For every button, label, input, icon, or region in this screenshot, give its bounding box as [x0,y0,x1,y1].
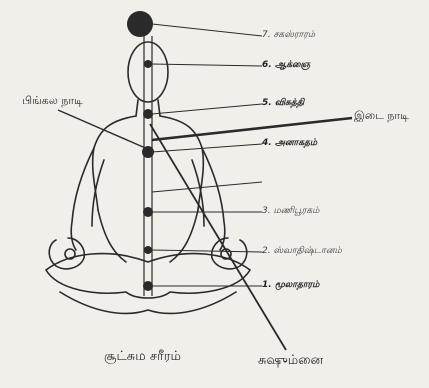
chakra-label-2: 2. ஸ்வாதிஷ்டானம் [262,247,342,256]
sushumna-pointer-line [150,124,286,350]
pingala-nadi-label: பிங்கல நாடி [22,95,83,106]
body-outline [46,42,250,313]
chakra-label-1: 1. மூலாதாரம் [262,281,319,290]
chakra-label-7: 7. சகஸ்ராரம் [262,31,315,40]
chakra-label-6: 6. ஆக்ஞை [262,61,310,70]
ida-pointer-line [152,118,352,140]
chakra-label-5: 5. விசுத்தி [262,99,304,108]
crown-circle [127,11,153,37]
chakra-label-4: 4. அனாகதம் [262,139,317,148]
diagram-caption: சூட்சும சரீரம் [104,350,181,363]
ida-nadi-label: இடை நாடி [354,110,409,121]
sushumna-label: சுஷும்னை [258,354,323,367]
chakra-label-3: 3. மணிபூரகம் [262,207,319,216]
sushumna-channel [144,36,152,296]
